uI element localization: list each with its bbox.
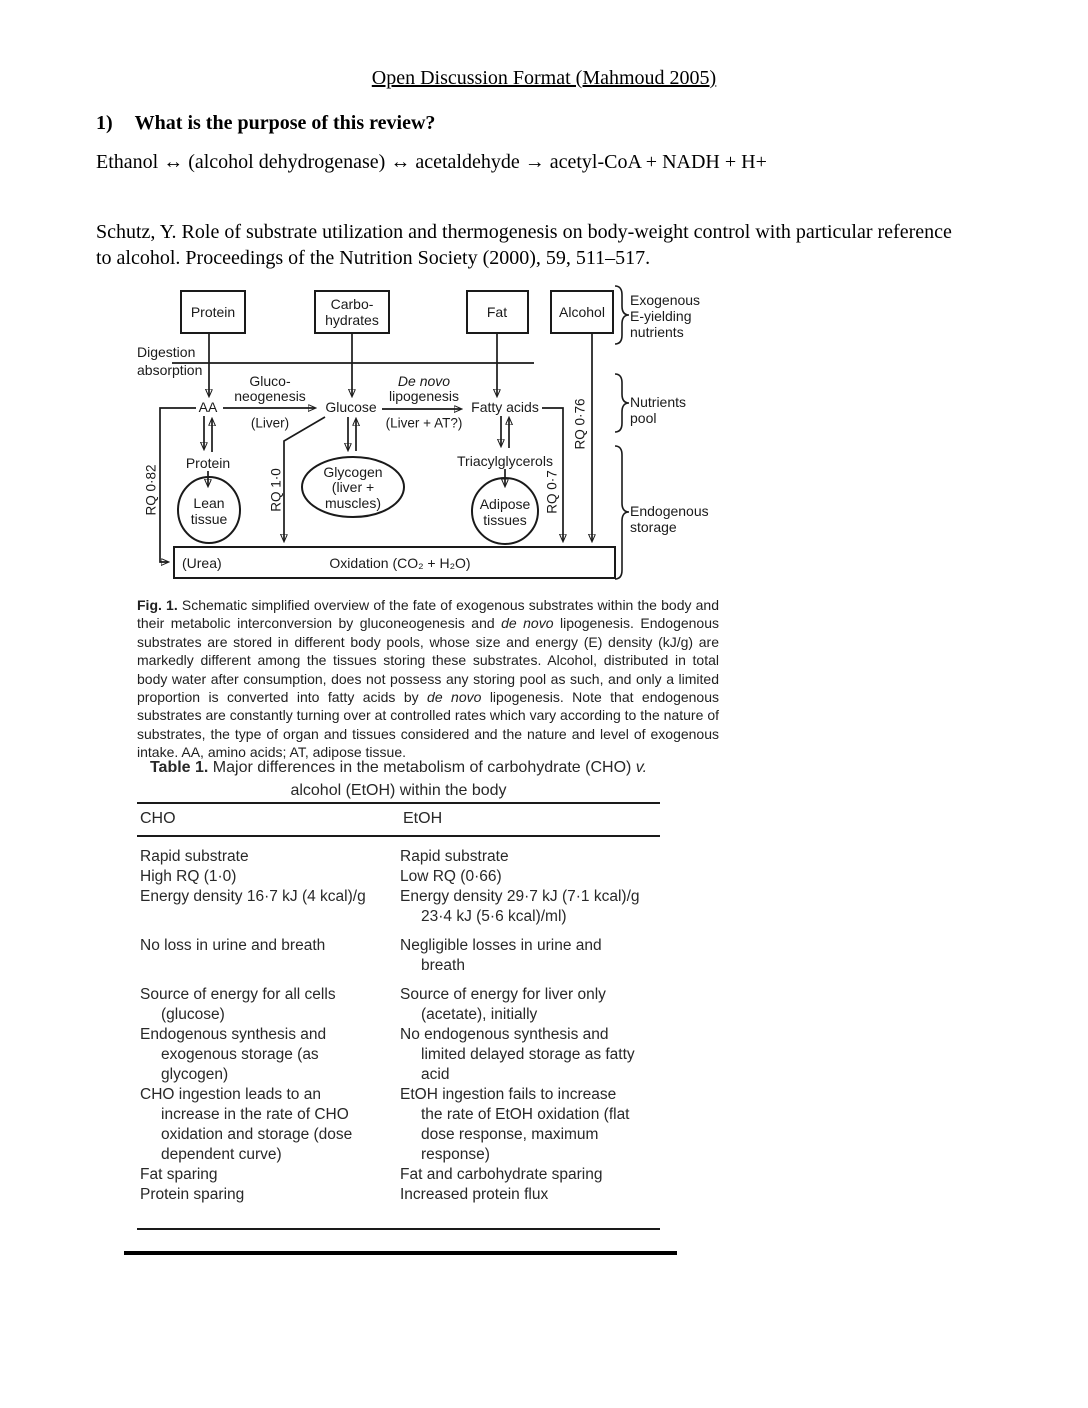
table-cell-cho: Endogenous synthesis and exogenous stora…	[140, 1026, 327, 1083]
fatty-acids-label: Fatty acids	[471, 399, 539, 415]
protein-pool-label: Protein	[186, 455, 230, 471]
adipose-ellipse	[471, 477, 539, 545]
table-cell-cho: CHO ingestion leads to an increase in th…	[140, 1086, 353, 1163]
citation: Schutz, Y. Role of substrate utilization…	[96, 219, 1026, 271]
fat-box-label: Fat	[487, 304, 507, 320]
question-heading: 1) What is the purpose of this review?	[96, 112, 435, 135]
table-cell-etoh: Energy density 29·7 kJ (7·1 kcal)/g 23·4…	[400, 888, 640, 925]
rq-07-label: RQ 0·7	[545, 470, 560, 514]
question-number: 1)	[96, 112, 113, 134]
table-1-title: Table 1. Major differences in the metabo…	[149, 759, 648, 799]
table-cell-etoh: EtOH ingestion fails to increase the rat…	[400, 1086, 630, 1163]
table-cell-cho: Fat sparing	[140, 1166, 218, 1183]
denovo-label-1: De novo	[398, 373, 450, 389]
nutrients-label-1: Nutrients	[630, 394, 686, 410]
document-title: Open Discussion Format (Mahmoud 2005)	[371, 67, 717, 89]
section-divider-line	[124, 1251, 677, 1255]
table-body: Rapid substrate Rapid substrate High RQ (…	[137, 837, 660, 1228]
denovo-sublabel: (Liver + AT?)	[386, 416, 463, 431]
aa-label: AA	[199, 399, 218, 415]
table-cell-cho: Protein sparing	[140, 1186, 245, 1203]
table-row: Energy density 16·7 kJ (4 kcal)/g Energy …	[140, 887, 660, 927]
table-col-header-cho: CHO	[140, 810, 176, 827]
table-cell-etoh: Low RQ (0·66)	[400, 868, 502, 885]
nutrients-label-2: pool	[630, 410, 656, 426]
table-cell-etoh: Rapid substrate	[400, 848, 509, 865]
gluconeogenesis-sublabel: (Liver)	[251, 416, 289, 431]
citation-line-1: Schutz, Y. Role of substrate utilization…	[96, 221, 952, 243]
glycogen-label-3: muscles)	[325, 495, 381, 511]
carbohydrates-box-label-2: hydrates	[325, 312, 379, 328]
glycogen-label-2: (liver +	[332, 479, 374, 495]
table-cell-etoh: Fat and carbohydrate sparing	[400, 1166, 603, 1183]
table-cell-cho: No loss in urine and breath	[140, 937, 326, 954]
glucose-label: Glucose	[325, 399, 377, 415]
digestion-label-2: absorption	[137, 362, 202, 378]
protein-box	[180, 290, 246, 334]
exogenous-label-2: E-yielding	[630, 308, 691, 324]
gluconeogenesis-label-2: neogenesis	[234, 388, 306, 404]
carbohydrates-box-label-1: Carbo-	[331, 296, 374, 312]
table-rule-header	[137, 835, 660, 837]
table-header-row: CHO EtOH	[137, 804, 660, 835]
endogenous-label-2: storage	[630, 519, 677, 535]
protein-box-label: Protein	[191, 304, 235, 320]
citation-line-2: to alcohol. Proceedings of the Nutrition…	[96, 247, 651, 269]
glycogen-ellipse	[301, 456, 405, 518]
adipose-label-1: Adipose	[480, 496, 531, 512]
exogenous-brace	[614, 285, 630, 345]
table-cell-etoh: Source of energy for liver only (acetate…	[400, 986, 606, 1023]
table-row: High RQ (1·0) Low RQ (0·66)	[140, 867, 660, 887]
gluconeogenesis-label-1: Gluco-	[249, 373, 291, 389]
denovo-label-2: lipogenesis	[389, 388, 459, 404]
question-text: What is the purpose of this review?	[134, 112, 436, 134]
endogenous-label-1: Endogenous	[630, 503, 709, 519]
alcohol-box	[550, 290, 614, 334]
table-cell-etoh: Negligible losses in urine and breath	[400, 937, 602, 974]
figure-1-caption: Fig. 1. Schematic simplified overview of…	[137, 597, 720, 761]
oxidation-label: Oxidation (CO₂ + H₂O)	[329, 555, 470, 571]
table-row: Fat sparing Fat and carbohydrate sparing	[140, 1165, 660, 1185]
arrow-fatty-to-oxidation	[542, 407, 563, 541]
endogenous-brace	[614, 445, 630, 580]
table-cell-cho: Rapid substrate	[140, 848, 249, 865]
ethanol-equation: Ethanol ↔ (alcohol dehydrogenase) ↔ acet…	[96, 151, 767, 173]
table-col-header-etoh: EtOH	[403, 810, 443, 827]
table-cell-etoh: No endogenous synthesis and limited dela…	[400, 1026, 635, 1083]
exogenous-label-1: Exogenous	[630, 292, 700, 308]
oxidation-box	[173, 546, 616, 579]
table-cell-etoh: Increased protein flux	[400, 1186, 549, 1203]
lean-tissue-label-2: tissue	[191, 511, 228, 527]
table-row: CHO ingestion leads to an increase in th…	[140, 1085, 660, 1165]
rq-082-label: RQ 0·82	[144, 464, 159, 515]
arrow-glucose-to-oxidation	[284, 416, 326, 541]
table-rule-top	[137, 802, 660, 804]
table-cell-cho: High RQ (1·0)	[140, 868, 237, 885]
rq-076-label: RQ 0·76	[573, 398, 588, 449]
triacylglycerols-label: Triacylglycerols	[457, 453, 553, 469]
lean-tissue-ellipse	[177, 476, 241, 544]
table-row: No loss in urine and breath Negligible lo…	[140, 936, 660, 976]
glycogen-label-1: Glycogen	[323, 464, 382, 480]
table-cell-cho: Energy density 16·7 kJ (4 kcal)/g	[140, 888, 366, 905]
exogenous-label-3: nutrients	[630, 324, 684, 340]
lean-tissue-label-1: Lean	[193, 495, 224, 511]
table-row: Source of energy for all cells (glucose)…	[140, 985, 660, 1025]
nutrients-brace	[614, 373, 630, 433]
table-row: Rapid substrate Rapid substrate	[140, 847, 660, 867]
table-rule-bottom	[137, 1228, 660, 1230]
alcohol-box-label: Alcohol	[559, 304, 605, 320]
rq-10-label: RQ 1·0	[269, 468, 284, 512]
table-1: Table 1. Major differences in the metabo…	[137, 757, 660, 1230]
urea-label: (Urea)	[182, 555, 222, 571]
table-row: Endogenous synthesis and exogenous stora…	[140, 1025, 660, 1085]
table-cell-cho: Source of energy for all cells (glucose)	[140, 986, 336, 1023]
figure-1-diagram: Protein Carbo- hydrates Fat Alcohol Dige…	[137, 285, 709, 580]
digestion-label-1: Digestion	[137, 344, 195, 360]
adipose-label-2: tissues	[483, 512, 527, 528]
arrow-aa-to-urea	[159, 407, 196, 562]
table-row: Protein sparing Increased protein flux	[140, 1185, 660, 1205]
